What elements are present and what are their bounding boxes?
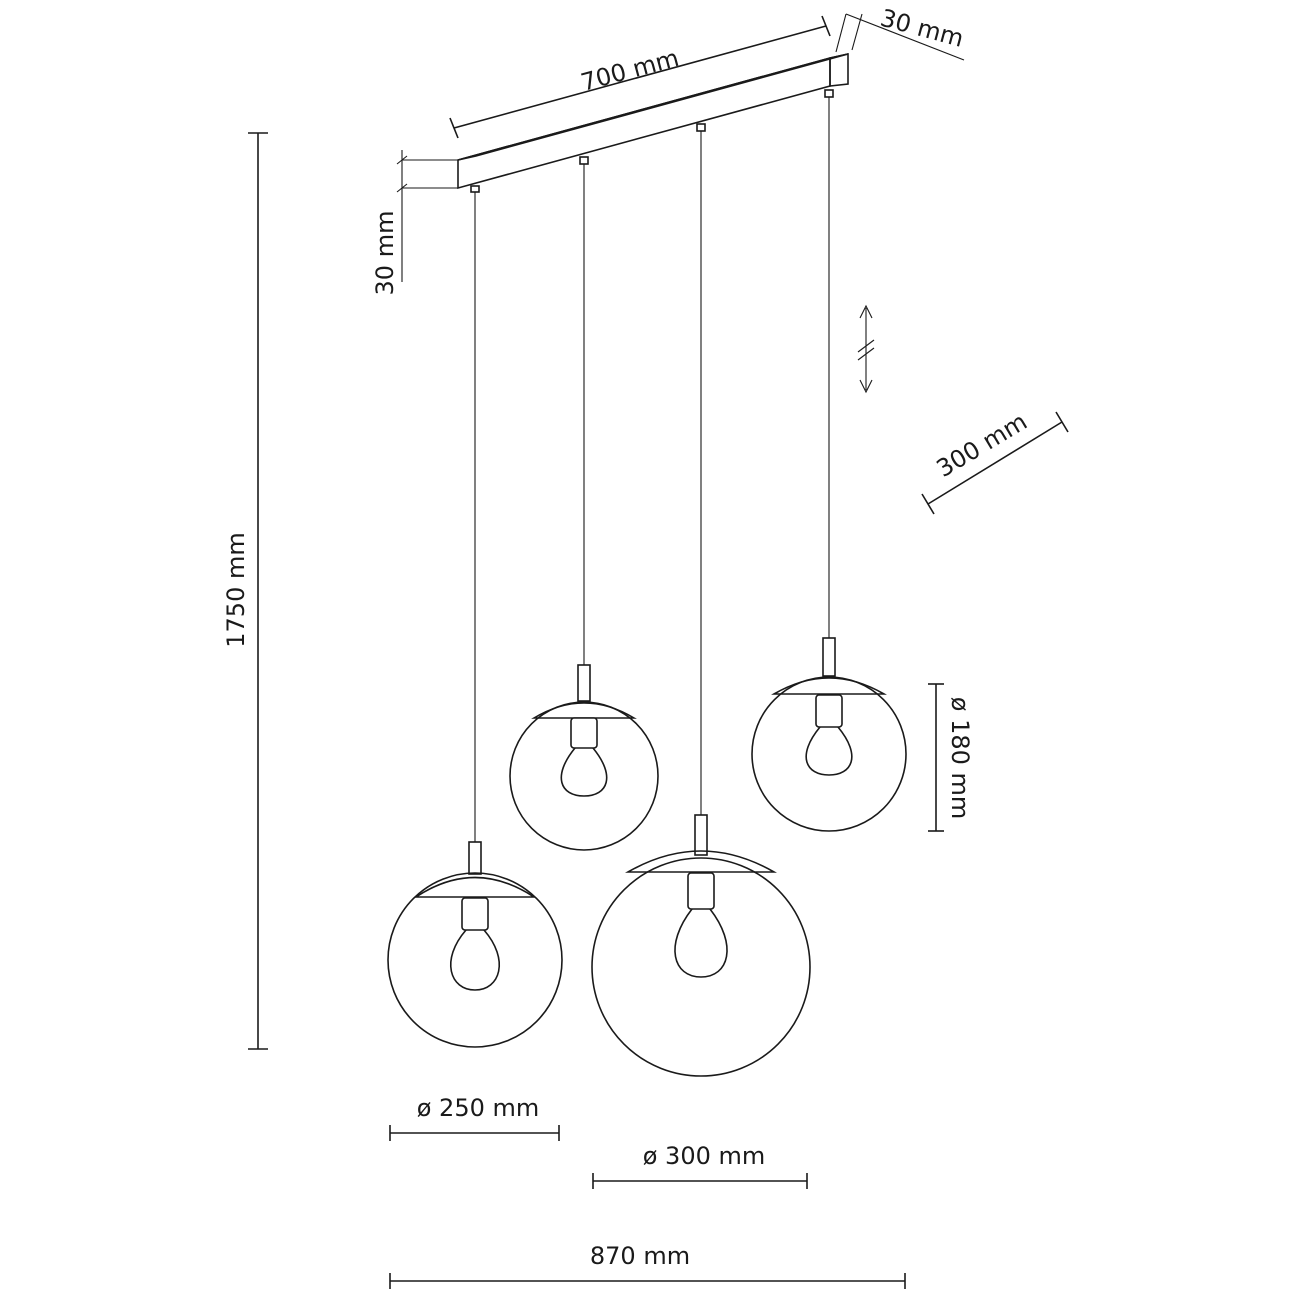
lamp-right [751,637,907,832]
dim-rail-depth: 30 mm [835,4,967,61]
ceiling-rail [457,53,849,190]
dim-total-width: 870 mm [389,1242,906,1289]
dim-total-width-label: 870 mm [590,1242,690,1270]
dim-globe-small-label: ø 180 mm [946,697,974,820]
dim-globe-large: ø 300 mm [592,1142,808,1189]
lamp-center-large [591,814,811,1077]
dim-total-height-label: 1750 mm [222,532,250,647]
dim-rail-height: 30 mm [371,150,458,295]
dim-rail-height-label: 30 mm [371,211,399,296]
cables [474,97,830,842]
lamp-middle-upper [509,664,659,851]
dim-total-height: 1750 mm [222,132,268,1050]
adjustable-height-arrows [857,304,875,394]
dim-rail-length-label: 700 mm [578,44,682,97]
dim-rail-depth-label: 30 mm [877,4,966,53]
lamp-left [387,841,563,1048]
dim-globe-small: ø 180 mm [928,683,974,832]
dim-spacing: 300 mm [921,407,1069,515]
dim-globe-medium: ø 250 mm [389,1094,560,1141]
dim-globe-medium-label: ø 250 mm [417,1094,540,1122]
dim-globe-large-label: ø 300 mm [643,1142,766,1170]
dim-rail-length: 700 mm [449,15,831,139]
